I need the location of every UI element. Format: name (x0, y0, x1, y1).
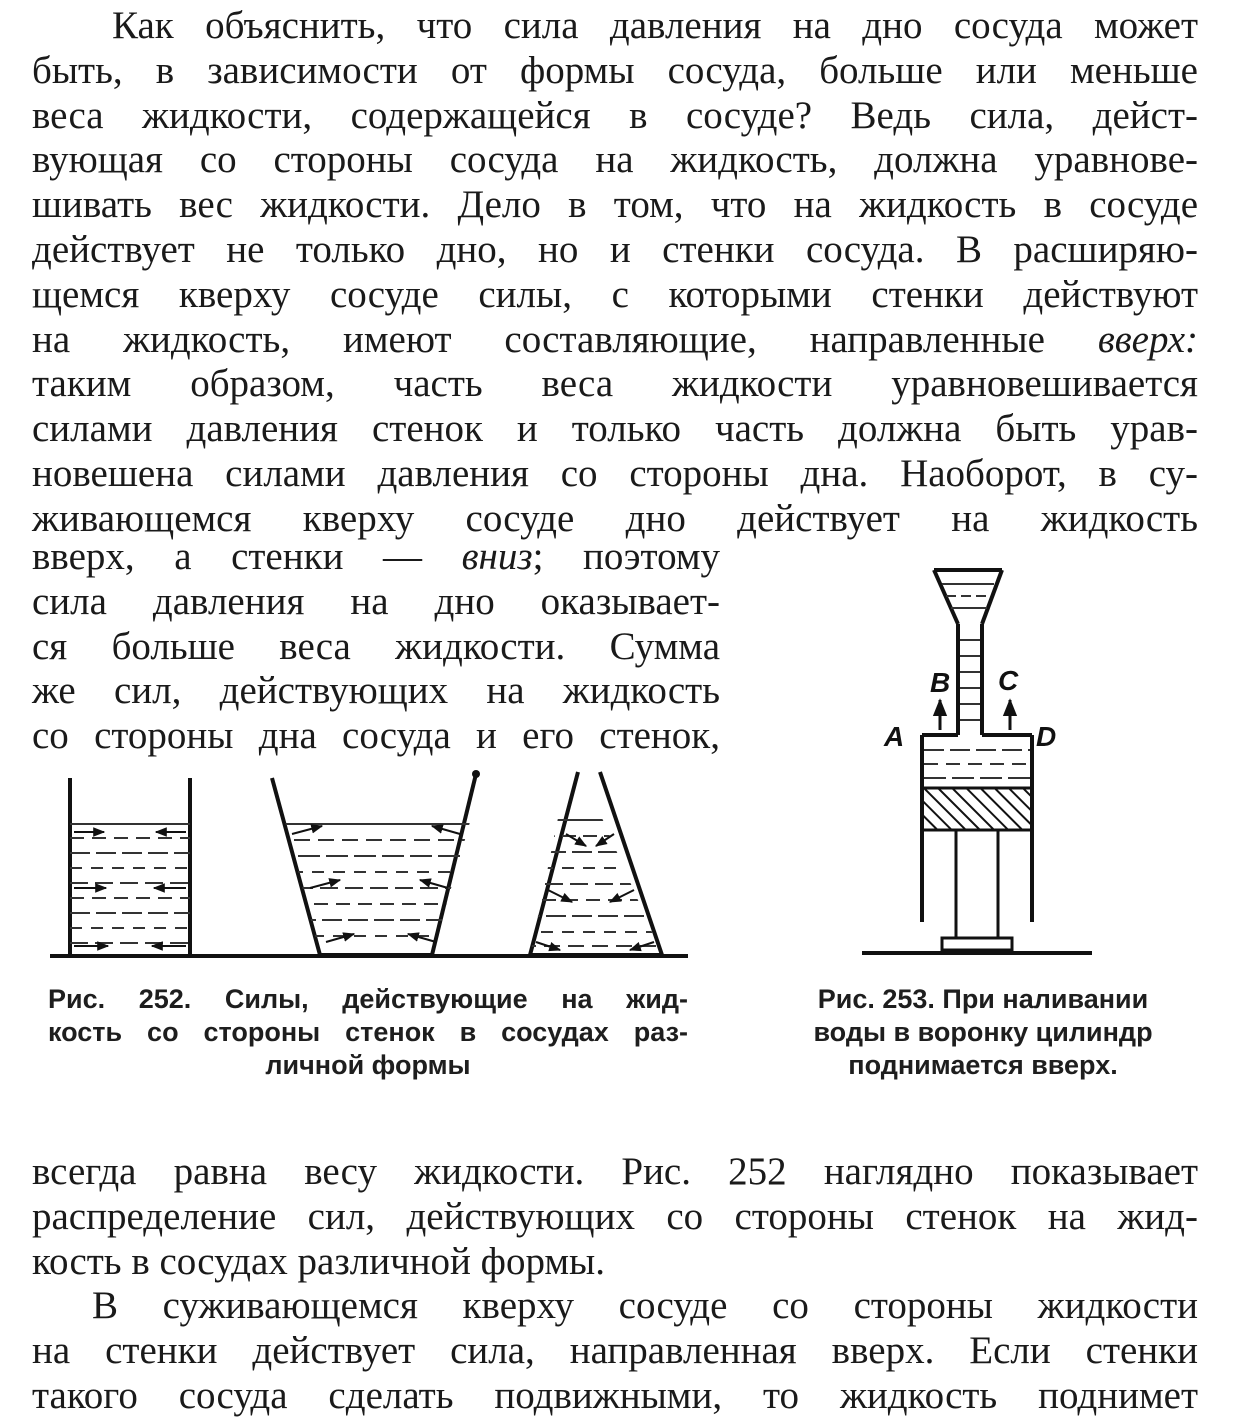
text-line: живающемся кверху сосуде дно действует н… (32, 496, 1198, 540)
piston (920, 786, 1034, 832)
text-line: на стенки действует сила, направленная в… (32, 1328, 1198, 1372)
text-line: действует не только дно, но и стенки сос… (32, 227, 1198, 271)
text-line: новешена силами давления со стороны дна.… (32, 451, 1198, 495)
text-line: веса жидкости, содержащейся в сосуде? Ве… (32, 93, 1198, 137)
text-line: таким образом, часть веса жидкости уравн… (32, 362, 1198, 406)
paragraph-bottom: всегда равна весу жидкости. Рис. 252 наг… (32, 1150, 1198, 1284)
figure-253-funnel-cylinder: A B C D (862, 568, 1092, 955)
vessel-cylinder (68, 778, 192, 956)
caption-figure-252: Рис. 252. Силы, действующие на жид- кост… (48, 983, 688, 1082)
caption-line: кость со стороны стенок в сосудах раз- (48, 1017, 688, 1047)
text-line: ся больше веса жидкости. Сумма (32, 624, 720, 668)
caption-line: поднимается вверх. (848, 1050, 1118, 1080)
text-line: на жидкость, имеют составляющие, направл… (32, 317, 1098, 361)
caption-line: Рис. 252. Силы, действующие на жид- (48, 984, 688, 1014)
caption-line: воды в воронку цилиндр (813, 1017, 1153, 1047)
text-line: щемся кверху сосуде силы, с которыми сте… (32, 272, 1198, 316)
text-segment: ; поэтому (532, 535, 721, 578)
text-line: силами давления стенок и только часть до… (32, 407, 1198, 451)
label-d: D (1036, 721, 1056, 752)
emphasis-down: вниз (461, 535, 533, 578)
base (940, 936, 1014, 952)
caption-line: Рис. 253. При наливании (817, 984, 1149, 1014)
text-line: шивать вес жидкости. Дело в том, что на … (32, 183, 1198, 227)
label-b: B (930, 667, 950, 698)
cylinder (862, 698, 1092, 955)
text-line: распределение сил, действующих со сторон… (32, 1194, 1198, 1238)
caption-figure-253: Рис. 253. При наливании воды в воронку ц… (768, 983, 1198, 1082)
caption-line: личной формы (265, 1050, 471, 1080)
stand (954, 828, 1000, 940)
paragraph-bottom-2: В суживающемся кверху сосуде со стороны … (32, 1284, 1198, 1418)
text-line: В суживающемся кверху сосуде со стороны … (92, 1284, 1198, 1327)
paragraph-top: Как объяснить, что сила давления на дно … (32, 4, 1198, 542)
label-c: C (998, 665, 1019, 696)
text-line: быть, в зависимости от формы сосуда, бол… (32, 48, 1198, 92)
vessel-narrowing (528, 771, 664, 957)
emphasis-up: вверх: (1097, 317, 1198, 361)
vessel-widening (270, 770, 480, 957)
text-line: кость в сосудах различной формы. (32, 1239, 605, 1283)
paragraph-side: вверх, а стенки — вниз; поэтому сила дав… (32, 535, 720, 759)
text-line: всегда равна весу жидкости. Рис. 252 наг… (32, 1150, 1198, 1193)
funnel (932, 568, 1004, 735)
text-line: Как объяснить, что сила давления на дно … (112, 4, 1198, 47)
text-line: со стороны дна сосуда и его стенок, (32, 714, 720, 758)
text-line: вующая со стороны сосуда на жидкость, до… (32, 138, 1198, 182)
text-line: такого сосуда сделать подвижными, то жид… (32, 1373, 1198, 1417)
figure-252-vessels (50, 770, 688, 958)
text-line: сила давления на дно оказывает- (32, 579, 720, 623)
text-segment: вверх, а стенки — (32, 535, 462, 578)
label-a: A (883, 721, 904, 752)
text-line: же сил, действующих на жидкость (32, 669, 720, 713)
